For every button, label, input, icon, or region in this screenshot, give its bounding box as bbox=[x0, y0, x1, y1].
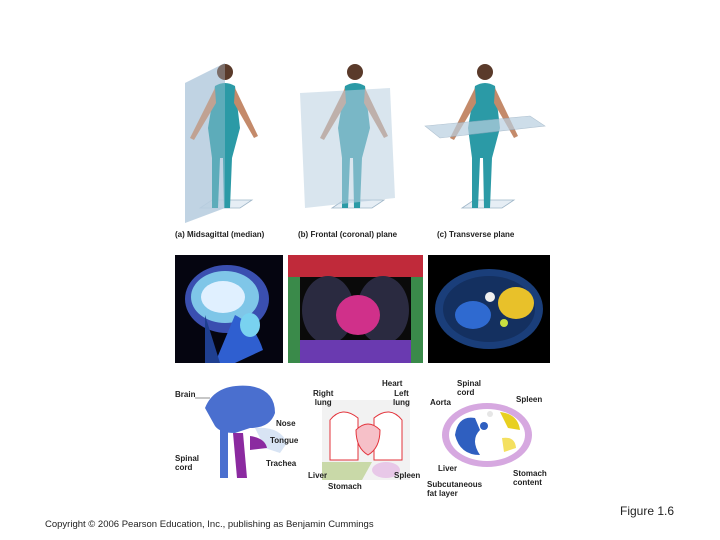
label-liver-c: Liver bbox=[438, 464, 458, 473]
label-trachea: Trachea bbox=[266, 459, 297, 468]
label-liver-b: Liver bbox=[308, 471, 328, 480]
frontal-plane bbox=[300, 88, 395, 208]
copyright-notice: Copyright © 2006 Pearson Education, Inc.… bbox=[45, 519, 374, 530]
label-nose: Nose bbox=[276, 419, 296, 428]
label-brain: Brain bbox=[175, 390, 196, 399]
label-tongue: Tongue bbox=[270, 436, 299, 445]
figure-number: Figure 1.6 bbox=[620, 504, 675, 518]
label-aorta: Aorta bbox=[430, 398, 451, 407]
figure-midsagittal bbox=[185, 63, 258, 223]
label-heart: Heart bbox=[382, 379, 403, 388]
diagram-frontal bbox=[322, 400, 410, 480]
label-spleen-b: Spleen bbox=[394, 471, 421, 480]
transverse-plane bbox=[424, 115, 546, 139]
diagram-transverse bbox=[442, 403, 532, 467]
figure-transverse bbox=[424, 64, 546, 209]
caption-transverse: (c) Transverse plane bbox=[437, 230, 515, 239]
mri-frontal-scan bbox=[288, 255, 423, 363]
caption-midsagittal: (a) Midsagittal (median) bbox=[175, 230, 265, 239]
figure-frontal bbox=[300, 64, 395, 209]
caption-frontal: (b) Frontal (coronal) plane bbox=[298, 230, 398, 239]
label-stomach-b: Stomach bbox=[328, 482, 362, 491]
body-planes-illustration bbox=[185, 63, 546, 223]
diagram-midsagittal bbox=[195, 385, 287, 478]
mri-midsagittal-scan bbox=[175, 255, 283, 363]
label-spleen-c: Spleen bbox=[516, 395, 543, 404]
mri-transverse-scan bbox=[428, 255, 550, 363]
